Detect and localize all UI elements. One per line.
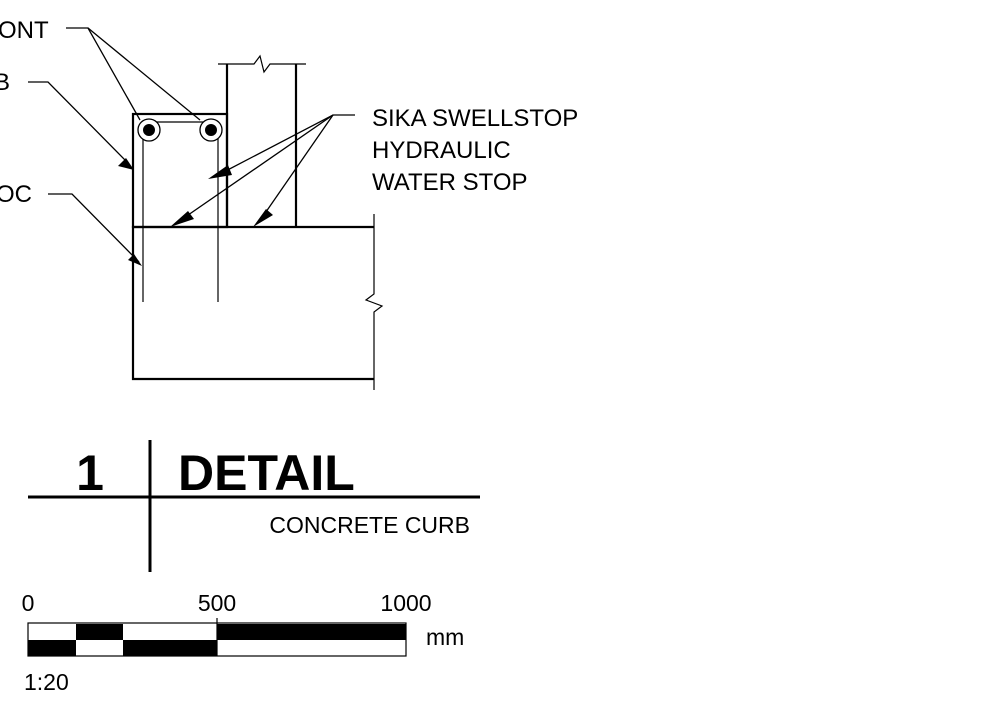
callout-curb-label: B (0, 69, 10, 96)
leader-lines (28, 27, 355, 263)
scale-tick-label-1000: 1000 (380, 590, 431, 616)
bar-cont-leader-a (66, 27, 141, 121)
curb-leader (28, 81, 129, 164)
scale-seg-bottom-1 (28, 640, 76, 656)
rebar-bar-right (205, 124, 217, 136)
scale-seg-top-1 (76, 624, 123, 640)
waterstop-arrowhead-3 (253, 209, 273, 227)
leader-arrowheads (118, 158, 273, 266)
curb-arrowhead (118, 158, 134, 170)
scale-seg-bottom-2 (123, 640, 217, 656)
scale-seg-top-2 (217, 624, 406, 640)
waterstop-leader-2 (177, 114, 334, 223)
scale-bar: 0 500 1000 mm 1:20 (22, 590, 465, 695)
waterstop-callout-label: SIKA SWELLSTOP HYDRAULIC WATER STOP (372, 105, 578, 196)
waterstop-arrowhead-2 (170, 211, 194, 227)
slab-outline (131, 225, 374, 381)
scale-ratio: 1:20 (24, 669, 69, 695)
scale-tick-label-500: 500 (198, 590, 236, 616)
rebar-bars (137, 118, 223, 142)
waterstop-arrowhead-1 (208, 165, 232, 179)
bar-cont-leader-b (87, 27, 201, 121)
title-block: 1 DETAIL CONCRETE CURB (28, 440, 480, 572)
waterstop-label-line-1: SIKA SWELLSTOP (372, 105, 578, 132)
slab-break-line (364, 214, 384, 390)
wall-break-line (218, 54, 306, 74)
waterstop-leader-1 (217, 114, 355, 176)
detail-number: 1 (76, 445, 104, 501)
callout-dowel-label: OC (0, 181, 32, 208)
dowel-leader (48, 193, 140, 263)
waterstop-label-line-3: WATER STOP (372, 169, 528, 196)
dowel-arrowhead (128, 254, 142, 266)
rebar-bar-left (143, 124, 155, 136)
scale-tick-label-0: 0 (22, 590, 35, 616)
concrete-section (131, 54, 384, 390)
scale-unit: mm (426, 624, 464, 650)
waterstop-label-line-2: HYDRAULIC (372, 137, 511, 164)
callout-bar-cont-label: ONT (0, 17, 49, 44)
detail-title: DETAIL (178, 445, 355, 501)
detail-subtitle: CONCRETE CURB (269, 512, 470, 538)
curb-stirrup (142, 121, 219, 302)
